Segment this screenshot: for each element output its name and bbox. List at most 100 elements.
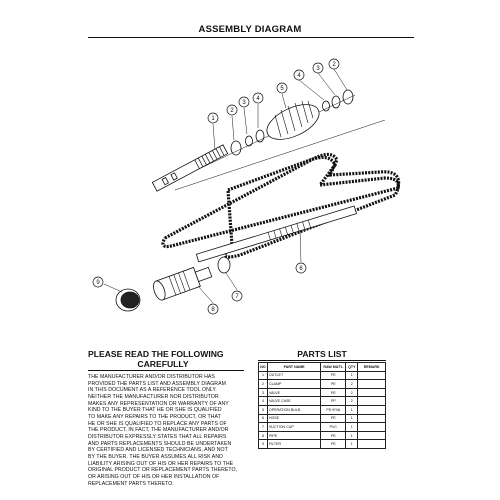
callout-2: 2 bbox=[230, 108, 234, 114]
notice-heading: PLEASE READ THE FOLLOWING CAREFULLY bbox=[88, 349, 248, 369]
cell-no: 2 bbox=[258, 379, 268, 389]
header-qty: QTY bbox=[345, 362, 359, 372]
assembly-diagram: 1 2 3 4 5 4 3 2 6 7 8 9 bbox=[92, 58, 401, 315]
notice-heading-line: PLEASE READ THE FOLLOWING bbox=[88, 349, 224, 359]
notice-line: BY THE BUYER. THE BUYER ASSUMES ALL RISK… bbox=[88, 453, 223, 460]
table-row: 3 VALVE PE 2 bbox=[258, 387, 386, 398]
table-row: 6 HOSE PE 1 bbox=[258, 413, 386, 424]
callout-8: 8 bbox=[211, 307, 215, 313]
suction-pipe bbox=[195, 205, 358, 263]
cell-no: 9 bbox=[258, 439, 268, 449]
notice-underline bbox=[88, 370, 244, 371]
valve-ring bbox=[331, 95, 341, 109]
callout-5: 5 bbox=[280, 86, 284, 92]
cell-remark bbox=[357, 404, 386, 415]
cell-part-name: HOSE bbox=[266, 413, 322, 424]
header-part-name: PART NAME bbox=[266, 362, 322, 372]
cell-remark bbox=[357, 430, 386, 441]
cell-part-name: OUTLET bbox=[266, 370, 322, 381]
table-row: 9 FILTER PE 1 bbox=[258, 439, 386, 449]
table-row: 7 SUCTION CUP PVC 1 bbox=[258, 422, 386, 432]
table-header-row: NO PART NAME RAW MAT'L QTY REMARK bbox=[258, 362, 386, 372]
cell-qty: 1 bbox=[345, 422, 359, 432]
callout-3-right: 3 bbox=[316, 66, 320, 72]
notice-body: THE MANUFACTURER AND/OR DISTRIBUTOR HAS … bbox=[88, 374, 248, 487]
cell-qty: 1 bbox=[345, 439, 359, 449]
notice-line: REPLACEMENT PARTS THERETO. bbox=[88, 480, 174, 487]
callout-9: 9 bbox=[96, 280, 100, 286]
callout-3: 3 bbox=[242, 100, 246, 106]
notice-line: NEITHER THE MANUFACTURER NOR DISTRIBUTOR bbox=[88, 393, 219, 400]
notice-line: BY CERTIFIED AND LICENSED TECHNICIANS, A… bbox=[88, 447, 228, 454]
table-row: 1 OUTLET PE 1 bbox=[258, 370, 386, 381]
cell-remark bbox=[357, 422, 386, 432]
cell-remark bbox=[357, 379, 386, 389]
outlet-pipe bbox=[151, 144, 229, 192]
clamp-ring bbox=[342, 89, 354, 105]
cell-qty: 2 bbox=[345, 379, 359, 389]
notice-line: TO MAKE ANY REPAIRS TO THE PRODUCT, OR T… bbox=[88, 413, 221, 420]
suction-cup bbox=[217, 256, 231, 274]
callout-1: 1 bbox=[211, 116, 215, 122]
page-title: ASSEMBLY DIAGRAM bbox=[198, 24, 302, 35]
cell-no: 3 bbox=[258, 387, 268, 398]
callout-4-right: 4 bbox=[297, 73, 301, 79]
valve-case-ring bbox=[255, 129, 265, 143]
table-row: 4 VALVE CASE PP 2 bbox=[258, 396, 386, 406]
cell-qty: 2 bbox=[345, 387, 359, 398]
cell-no: 6 bbox=[258, 413, 268, 424]
cell-qty: 2 bbox=[345, 396, 359, 406]
cell-remark bbox=[357, 396, 386, 406]
cell-remark bbox=[357, 387, 386, 398]
cell-qty: 1 bbox=[345, 404, 359, 415]
clamp-ring bbox=[230, 140, 242, 156]
pipe-section bbox=[153, 266, 213, 301]
notice-line: IN THIS DOCUMENT AS A REFERENCE TOOL ONL… bbox=[88, 387, 217, 394]
table-row: 8 PIPE PE 1 bbox=[258, 430, 386, 441]
cell-no: 7 bbox=[258, 422, 268, 432]
callout-4: 4 bbox=[256, 96, 260, 102]
notice-line: THE PRODUCT. IN FACT, THE MANUFACTURER A… bbox=[88, 427, 229, 434]
cell-material: PE bbox=[320, 439, 347, 449]
table-row: 5 OPERATION BULB PE+EVA 1 bbox=[258, 404, 386, 415]
parts-list-underline bbox=[258, 360, 386, 361]
hose-coil bbox=[161, 152, 401, 259]
cell-part-name: SUCTION CUP bbox=[266, 422, 322, 432]
notice-line: THE MANUFACTURER AND/OR DISTRIBUTOR HAS bbox=[88, 374, 215, 380]
notice-line: MAKES ANY REPRESENTATION OR WARRANTY OF … bbox=[88, 400, 229, 407]
cell-part-name: OPERATION BULB bbox=[266, 404, 322, 415]
notice-line: ORIGINAL PRODUCT OR REPLACEMENT PARTS TH… bbox=[88, 467, 238, 474]
cell-material: PE bbox=[320, 379, 347, 389]
cell-no: 5 bbox=[258, 404, 268, 415]
cell-remark bbox=[357, 439, 386, 449]
parts-table: NO PART NAME RAW MAT'L QTY REMARK 1 OUTL… bbox=[258, 362, 386, 449]
header-raw-material: RAW MAT'L bbox=[320, 362, 347, 372]
cell-qty: 1 bbox=[345, 430, 359, 441]
cell-no: 4 bbox=[258, 396, 268, 406]
cell-qty: 1 bbox=[345, 370, 359, 381]
notice-heading-line: CAREFULLY bbox=[137, 359, 189, 369]
cell-part-name: VALVE CASE bbox=[266, 396, 322, 406]
cell-material: PE bbox=[320, 430, 347, 441]
notice-line: DISTRIBUTOR EXPRESSLY STATES THAT ALL RE… bbox=[88, 433, 227, 440]
valve-ring bbox=[245, 135, 253, 147]
notice-line: LIABILITY ARISING OUT OF HIS OR HER REPA… bbox=[88, 460, 234, 467]
operation-bulb bbox=[266, 100, 320, 140]
cell-material: PE+EVA bbox=[320, 404, 347, 415]
notice-line: HE OR SHE IS QUALIFIED TO REPLACE ANY PA… bbox=[88, 420, 227, 427]
notice-line: PROVIDED THE PARTS LIST AND ASSEMBLY DIA… bbox=[88, 380, 226, 387]
cell-material: PE bbox=[320, 413, 347, 424]
cell-part-name: FILTER bbox=[266, 439, 322, 449]
guide-line bbox=[174, 119, 386, 191]
valve-case-ring bbox=[322, 100, 330, 112]
callout-7: 7 bbox=[235, 294, 239, 300]
callout-6: 6 bbox=[299, 266, 303, 272]
table-row: 2 CLAMP PE 2 bbox=[258, 379, 386, 389]
cell-part-name: CLAMP bbox=[266, 379, 322, 389]
cell-qty: 1 bbox=[345, 413, 359, 424]
title-underline bbox=[88, 37, 414, 38]
cell-remark bbox=[357, 413, 386, 424]
cell-no: 8 bbox=[258, 430, 268, 441]
cell-material: PE bbox=[320, 370, 347, 381]
notice-line: AND PARTS REPLACEMENTS SHOULD BE UNDERTA… bbox=[88, 440, 232, 447]
